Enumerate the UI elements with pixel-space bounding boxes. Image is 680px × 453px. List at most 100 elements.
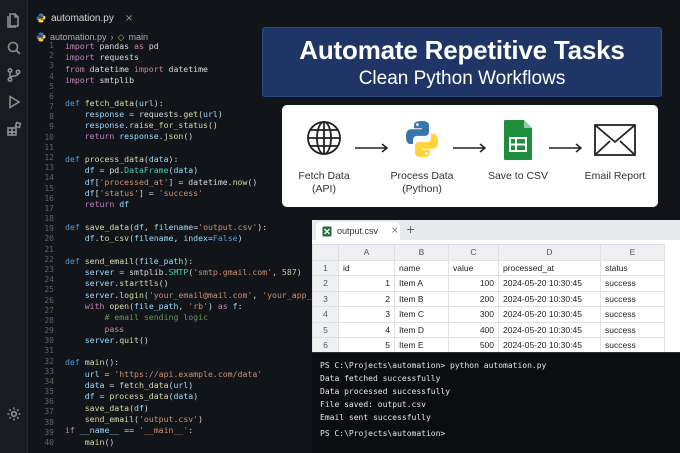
close-icon[interactable]: × — [124, 12, 134, 24]
column-header[interactable]: A — [338, 244, 395, 261]
table-cell[interactable]: success — [600, 306, 665, 323]
code-line: import smtplib — [65, 74, 135, 85]
code-line: pass — [104, 323, 125, 334]
source-control-icon[interactable] — [6, 67, 22, 83]
spreadsheet-tab-bar: output.csv × + — [312, 220, 680, 240]
table-cell[interactable]: id — [338, 259, 395, 276]
line-number: 6 — [49, 91, 54, 101]
table-cell[interactable]: Item E — [394, 337, 449, 354]
function-icon: ◇ — [117, 31, 125, 42]
table-cell[interactable]: 3 — [338, 306, 395, 323]
table-cell[interactable]: 2024-05-20 10:30:45 — [498, 306, 601, 323]
column-header[interactable]: E — [600, 244, 665, 261]
table-cell[interactable]: 100 — [448, 275, 499, 292]
sheet-tab-label: output.csv — [337, 226, 379, 236]
line-number: 1 — [49, 41, 54, 50]
line-number: 39 — [44, 427, 54, 437]
code-line: df = process_data(data) — [84, 391, 199, 402]
line-number: 32 — [44, 356, 54, 366]
row-header[interactable]: 2 — [312, 275, 339, 292]
code-line: response.raise_for_status() — [84, 120, 218, 131]
breadcrumb-file[interactable]: automation.py — [50, 32, 107, 42]
spreadsheet-icon — [504, 120, 532, 160]
column-header[interactable]: D — [498, 244, 601, 261]
table-cell[interactable]: 2 — [338, 290, 395, 307]
table-cell[interactable]: success — [600, 337, 665, 354]
tab-output-csv[interactable]: output.csv × — [316, 222, 400, 240]
code-line: server.quit() — [84, 334, 149, 345]
line-number: 12 — [44, 152, 54, 162]
table-cell[interactable]: 300 — [448, 306, 499, 323]
table-cell[interactable]: 2024-05-20 10:30:45 — [498, 275, 601, 292]
table-cell[interactable]: Item B — [394, 290, 449, 307]
table-row: 4 3 Item C 300 2024-05-20 10:30:45 succe… — [312, 306, 665, 323]
line-number: 14 — [44, 173, 54, 183]
code-line: df['processed_at'] = datetime.now() — [84, 176, 258, 187]
table-cell[interactable]: Item C — [394, 306, 449, 323]
code-line: send_email('output.csv') — [84, 413, 204, 424]
table-cell[interactable]: 2024-05-20 10:30:45 — [498, 337, 601, 354]
line-number: 36 — [44, 397, 54, 407]
spreadsheet-grid[interactable]: A B C D E 1 id name value processed_at s… — [312, 244, 665, 369]
table-cell[interactable]: success — [600, 290, 665, 307]
line-number: 18 — [44, 214, 54, 224]
code-line: data = fetch_data(url) — [84, 380, 194, 390]
table-cell[interactable]: name — [394, 259, 449, 276]
column-header[interactable]: C — [448, 244, 499, 261]
tab-automation-py[interactable]: automation.py × — [36, 8, 166, 28]
python-logo-icon — [406, 121, 438, 157]
row-header[interactable]: 5 — [312, 321, 339, 338]
table-cell[interactable]: 500 — [448, 337, 499, 354]
code-line: from datetime import datetime — [65, 63, 208, 74]
table-cell[interactable]: Item D — [394, 321, 449, 338]
corner-cell[interactable] — [312, 244, 339, 261]
table-cell[interactable]: 400 — [448, 321, 499, 338]
breadcrumb-symbol[interactable]: main — [128, 32, 148, 42]
extensions-icon[interactable] — [6, 121, 22, 137]
tab-label: automation.py — [51, 12, 114, 24]
new-tab-icon[interactable]: + — [406, 223, 416, 236]
column-header[interactable]: B — [394, 244, 449, 261]
step-label: Save to CSV — [478, 170, 558, 183]
table-cell[interactable]: value — [448, 259, 499, 276]
terminal-prompt[interactable]: PS C:\Projects\automation> — [320, 429, 446, 438]
row-header[interactable]: 6 — [312, 337, 339, 354]
table-cell[interactable]: 1 — [338, 275, 395, 292]
banner-subtitle: Clean Python Workflows — [358, 68, 566, 89]
table-cell[interactable]: 200 — [448, 290, 499, 307]
files-icon[interactable] — [6, 12, 22, 28]
table-cell[interactable]: processed_at — [498, 259, 601, 276]
line-number: 37 — [44, 407, 54, 417]
row-header[interactable]: 1 — [312, 259, 339, 276]
table-cell[interactable]: Item A — [394, 275, 449, 292]
breadcrumb: automation.py › ◇ main — [36, 30, 148, 44]
line-number: 20 — [44, 234, 54, 244]
line-number: 27 — [44, 305, 54, 315]
row-header[interactable]: 3 — [312, 290, 339, 307]
step-label-line2: (API) — [312, 183, 336, 195]
line-number: 17 — [44, 203, 54, 213]
workflow-step-save: Save to CSV — [478, 105, 558, 207]
workflow-step-email: Email Report — [575, 105, 655, 207]
run-debug-icon[interactable] — [6, 94, 22, 110]
banner-title: Automate Repetitive Tasks — [299, 35, 625, 65]
line-number: 3 — [49, 61, 54, 71]
table-cell[interactable]: success — [600, 275, 665, 292]
table-cell[interactable]: 4 — [338, 321, 395, 338]
table-cell[interactable]: status — [600, 259, 665, 276]
line-number: 5 — [49, 81, 54, 91]
settings-gear-icon[interactable] — [6, 406, 22, 422]
line-number: 33 — [44, 366, 54, 376]
line-number: 7 — [49, 102, 54, 112]
terminal-line: File saved: output.csv — [320, 400, 426, 409]
terminal-panel[interactable]: PS C:\Projects\automation> python automa… — [312, 352, 680, 453]
table-cell[interactable]: success — [600, 321, 665, 338]
table-cell[interactable]: 2024-05-20 10:30:45 — [498, 290, 601, 307]
line-number: 2 — [49, 51, 54, 61]
search-icon[interactable] — [6, 40, 22, 56]
row-header[interactable]: 4 — [312, 306, 339, 323]
table-cell[interactable]: 2024-05-20 10:30:45 — [498, 321, 601, 338]
table-cell[interactable]: 5 — [338, 337, 395, 354]
code-line: return response.json() — [84, 131, 194, 142]
close-icon[interactable]: × — [391, 226, 399, 236]
